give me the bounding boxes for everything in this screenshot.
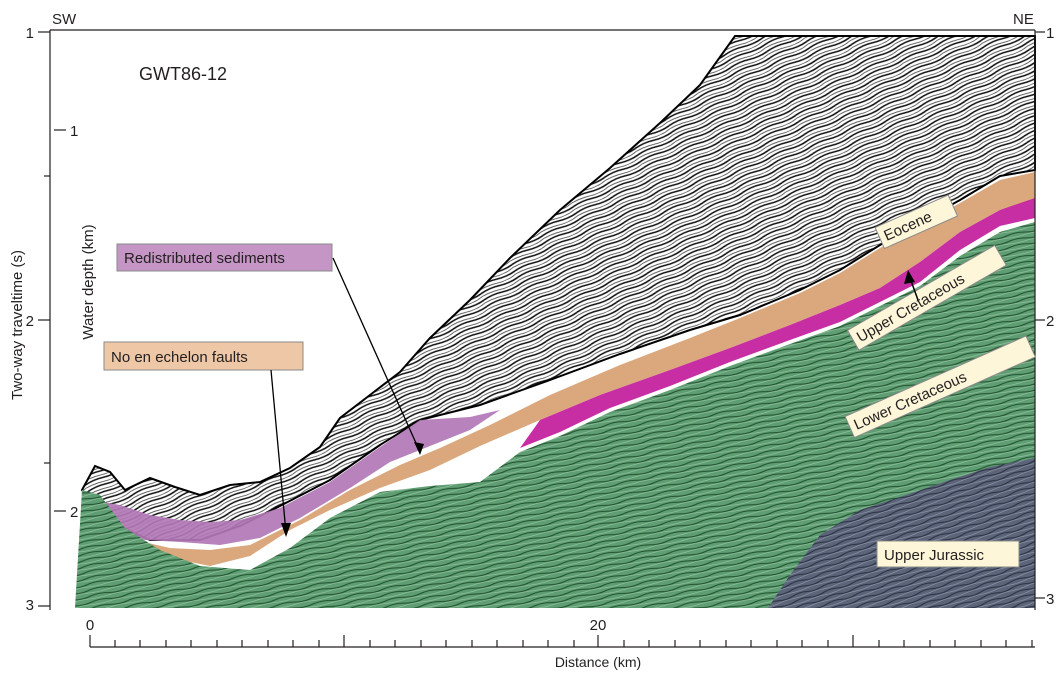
redistributed-callout-text: Redistributed sediments: [124, 250, 285, 267]
left-tick-3: 3: [26, 597, 34, 614]
bottom-tick-0: 0: [86, 617, 94, 634]
faults-callout-text: No en echelon faults: [111, 349, 248, 366]
lower-cretaceous-unit: [75, 222, 1035, 608]
right-tick-1: 1: [1046, 25, 1054, 42]
ne-direction-label: NE: [1013, 11, 1034, 28]
sw-direction-label: SW: [52, 11, 77, 28]
bottom-axis-ticks: [89, 635, 1033, 647]
upper-jurassic-box: [876, 540, 1020, 568]
depth-tick-1: 1: [70, 123, 78, 140]
right-tick-2: 2: [1046, 313, 1054, 330]
depth-tick-2: 2: [70, 504, 78, 521]
seismic-upper-sediments: [80, 35, 1036, 541]
upper-jurassic-unit: [768, 458, 1035, 608]
faults-pointer: [270, 369, 287, 534]
profile-title: GWT86-12: [139, 64, 227, 84]
faults-callout-box: [103, 341, 304, 371]
left-tick-1: 1: [26, 25, 34, 42]
twt-axis-label: Two-way traveltime (s): [9, 250, 26, 400]
redistributed-unit: [92, 410, 500, 545]
bottom-tick-20: 20: [590, 617, 607, 634]
upper-cretaceous-unit: [520, 198, 1035, 448]
right-tick-3: 3: [1046, 591, 1054, 608]
distance-axis-label: Distance (km): [555, 654, 641, 670]
upper-jurassic-label: Upper Jurassic: [884, 547, 985, 564]
redistributed-pointer: [332, 257, 421, 453]
redistributed-callout-box: [116, 243, 333, 272]
left-tick-2: 2: [26, 313, 34, 330]
water-depth-axis-label: Water depth (km): [80, 224, 97, 339]
